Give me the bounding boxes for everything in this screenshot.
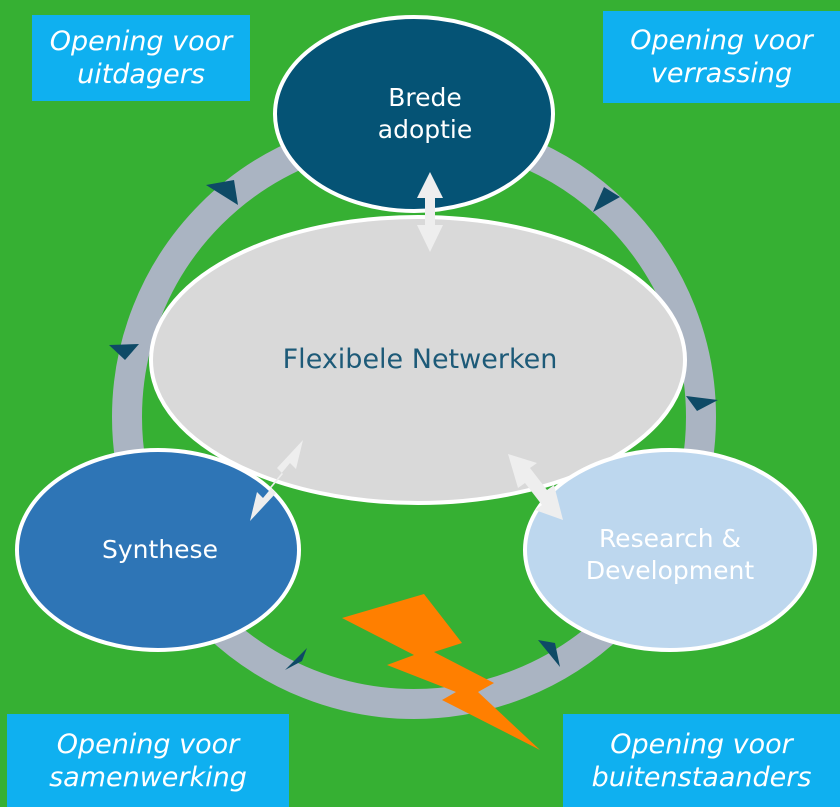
note-opening-samenwerking: Opening voor samenwerking [7,714,289,807]
note-line: Opening voor [610,728,793,760]
note-line: samenwerking [49,761,247,793]
ring-arrowhead [109,344,139,360]
ring-arrowhead [285,648,307,670]
note-line: Opening voor [49,26,233,57]
label-flexibele-netwerken: Flexibele Netwerken [180,335,660,385]
double-arrow-center-left [250,440,303,521]
node-synthese [15,448,301,652]
ring-arrowhead [538,640,560,667]
label-line: Synthese [102,535,218,564]
note-line: verrassing [650,58,793,89]
node-research-development [523,448,817,652]
label-line: Research & [598,524,742,553]
note-line: buitenstaanders [591,761,812,793]
node-flexibele-netwerken [149,215,687,505]
node-brede-adoptie [273,15,555,213]
label-line: Flexibele Netwerken [282,344,558,375]
double-arrow-top-center [417,172,443,252]
note-line: uitdagers [77,59,205,90]
label-line: Development [585,556,755,585]
double-arrow-center-right [508,454,563,520]
lightning-bolt-icon [342,594,540,750]
ring-arrowhead [206,180,238,205]
label-synthese: Synthese [30,525,290,575]
note-opening-uitdagers: Opening voor uitdagers [32,15,250,101]
ring-arrowhead [686,396,718,411]
label-brede-adoptie: Brede adoptie [300,70,550,158]
note-line: Opening voor [630,25,813,56]
note-opening-buitenstaanders: Opening voor buitenstaanders [563,714,840,807]
label-line: Brede [388,83,462,112]
label-research-development: Research & Development [520,510,820,600]
note-opening-verrassing: Opening voor verrassing [603,11,840,103]
note-line: Opening voor [56,728,240,760]
ring-arrowhead [593,187,620,212]
label-line: adoptie [377,115,473,144]
